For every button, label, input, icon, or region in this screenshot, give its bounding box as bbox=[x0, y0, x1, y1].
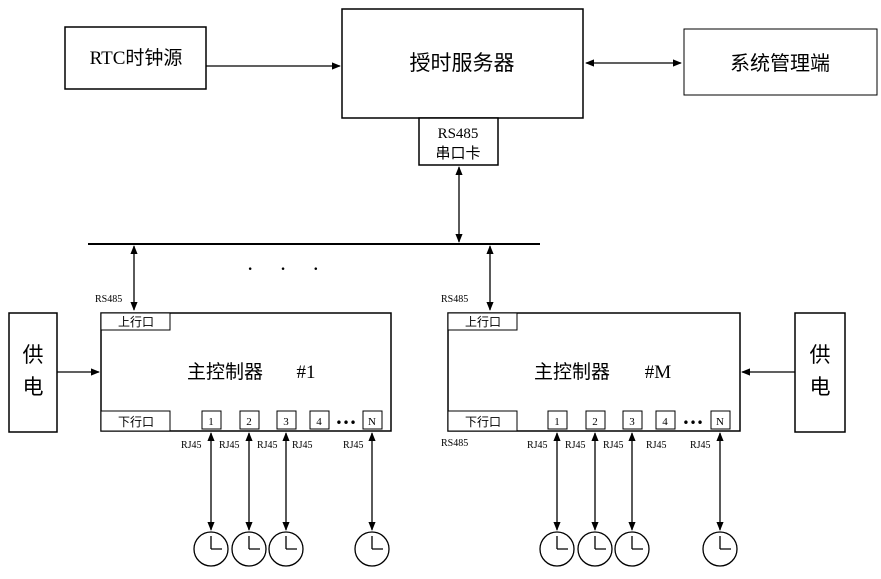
clock-icon bbox=[232, 532, 266, 566]
downstream-port-label: 下行口 bbox=[118, 415, 154, 429]
port-n-label: N bbox=[368, 416, 376, 428]
rj45-label-2: RJ45 bbox=[219, 440, 240, 451]
system-management-label: 系统管理端 bbox=[730, 51, 830, 75]
port-4-label: 4 bbox=[316, 416, 322, 428]
power-left-box bbox=[9, 313, 57, 432]
port-1-label: 1 bbox=[554, 416, 560, 428]
clock-icon bbox=[703, 532, 737, 566]
ellipsis-dots: · · · bbox=[247, 256, 330, 281]
rj45-label-3: RJ45 bbox=[257, 440, 278, 451]
power-left-line2: 电 bbox=[23, 375, 44, 399]
rj45-label-2: RJ45 bbox=[565, 440, 586, 451]
port-2-label: 2 bbox=[246, 416, 252, 428]
port-dots: ••• bbox=[335, 416, 356, 430]
clock-icon bbox=[194, 532, 228, 566]
port-n-label: N bbox=[716, 416, 724, 428]
upstream-port-label: 上行口 bbox=[118, 315, 154, 329]
power-right-line1: 供 bbox=[810, 343, 831, 367]
controller-title: 主控制器 bbox=[187, 361, 263, 383]
controller-m: RS485 上行口 主控制器 #M 下行口 RS485 1 2 3 4 ••• … bbox=[441, 294, 740, 566]
rj45-label-4: RJ45 bbox=[292, 440, 313, 451]
clock-icon bbox=[355, 532, 389, 566]
power-left-line1: 供 bbox=[23, 343, 44, 367]
rj45-label-4: RJ45 bbox=[646, 440, 667, 451]
rj45-label-n: RJ45 bbox=[690, 440, 711, 451]
port-4-label: 4 bbox=[662, 416, 668, 428]
rj45-label-3: RJ45 bbox=[603, 440, 624, 451]
rs485-bottom-label: RS485 bbox=[441, 438, 468, 449]
timing-server-label: 授时服务器 bbox=[410, 51, 515, 75]
clock-icon bbox=[269, 532, 303, 566]
rtc-source-label: RTC时钟源 bbox=[90, 47, 183, 69]
rj45-label-n: RJ45 bbox=[343, 440, 364, 451]
port-3-label: 3 bbox=[283, 416, 289, 428]
rj45-label-1: RJ45 bbox=[181, 440, 202, 451]
port-2-label: 2 bbox=[592, 416, 598, 428]
clock-icon bbox=[540, 532, 574, 566]
rs485-label: RS485 bbox=[95, 294, 122, 305]
port-3-label: 3 bbox=[629, 416, 635, 428]
controller-title: 主控制器 bbox=[534, 361, 610, 383]
clock-icon bbox=[615, 532, 649, 566]
downstream-port-label: 下行口 bbox=[465, 415, 501, 429]
rs485-label: RS485 bbox=[441, 294, 468, 305]
port-1-label: 1 bbox=[208, 416, 214, 428]
controller-suffix: #M bbox=[645, 362, 672, 383]
rs485-card-line2: 串口卡 bbox=[435, 145, 480, 162]
upstream-port-label: 上行口 bbox=[465, 315, 501, 329]
port-dots: ••• bbox=[682, 416, 703, 430]
controller-1: RS485 上行口 主控制器 #1 下行口 1 2 3 4 ••• N RJ45… bbox=[95, 294, 391, 566]
power-right-box bbox=[795, 313, 845, 432]
clock-icon bbox=[578, 532, 612, 566]
controller-suffix: #1 bbox=[297, 362, 316, 383]
rs485-card-line1: RS485 bbox=[438, 126, 479, 142]
rj45-label-1: RJ45 bbox=[527, 440, 548, 451]
power-right-line2: 电 bbox=[810, 375, 831, 399]
